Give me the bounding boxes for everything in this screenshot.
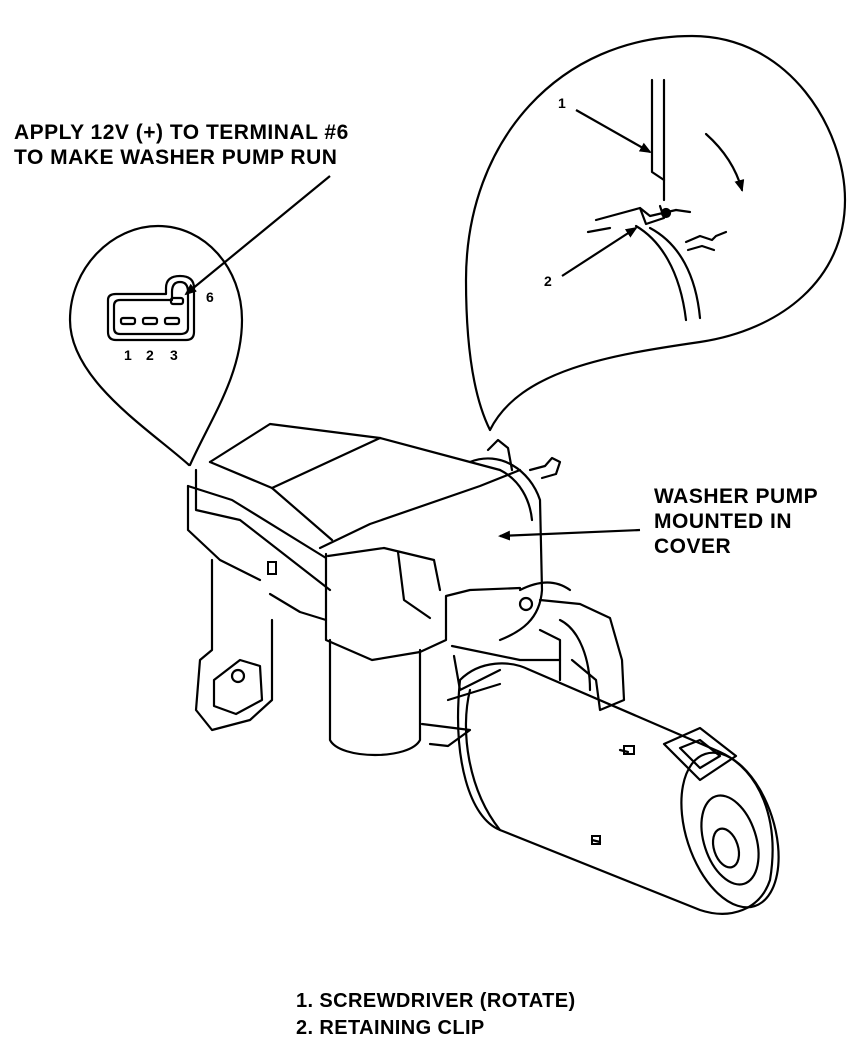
terminal-3-label: 3 <box>170 347 178 363</box>
detail-callout-2: 2 <box>544 273 552 289</box>
pump-label-line-2: MOUNTED IN <box>654 510 792 533</box>
pump-callout: WASHER PUMP MOUNTED IN COVER <box>654 484 818 559</box>
clip-detail-bubble <box>464 34 847 432</box>
instruction-line-2: TO MAKE WASHER PUMP RUN <box>14 146 338 169</box>
connector-detail-bubble <box>68 224 244 467</box>
pump-label-line-3: COVER <box>654 535 732 558</box>
legend-item-retaining-clip: 2. RETAINING CLIP <box>296 1017 485 1039</box>
pump-label-line-1: WASHER PUMP <box>654 485 819 508</box>
retaining-clip <box>586 204 728 322</box>
clip-leader-arrow <box>561 226 638 277</box>
instruction-leader-arrow <box>184 175 331 296</box>
legend-item-screwdriver: 1. SCREWDRIVER (ROTATE) <box>296 990 576 1012</box>
leader-arrows <box>184 109 652 541</box>
terminal-2-label: 2 <box>146 347 154 363</box>
instruction-callout: APPLY 12V (+) TO TERMINAL #6 TO MAKE WAS… <box>14 120 349 170</box>
pump-leader-arrow <box>498 528 641 541</box>
screwdriver-leader-arrow <box>575 109 652 153</box>
connector-shape <box>106 274 196 342</box>
legend: 1. SCREWDRIVER (ROTATE) 2. RETAINING CLI… <box>296 988 576 1042</box>
terminal-1-label: 1 <box>124 347 132 363</box>
instruction-line-1: APPLY 12V (+) TO TERMINAL #6 <box>14 121 349 144</box>
pump-housing <box>186 422 626 756</box>
terminal-6-label: 6 <box>206 289 214 305</box>
screwdriver-shaft <box>650 78 666 202</box>
detail-callout-1: 1 <box>558 95 566 111</box>
wiper-motor <box>420 662 780 915</box>
